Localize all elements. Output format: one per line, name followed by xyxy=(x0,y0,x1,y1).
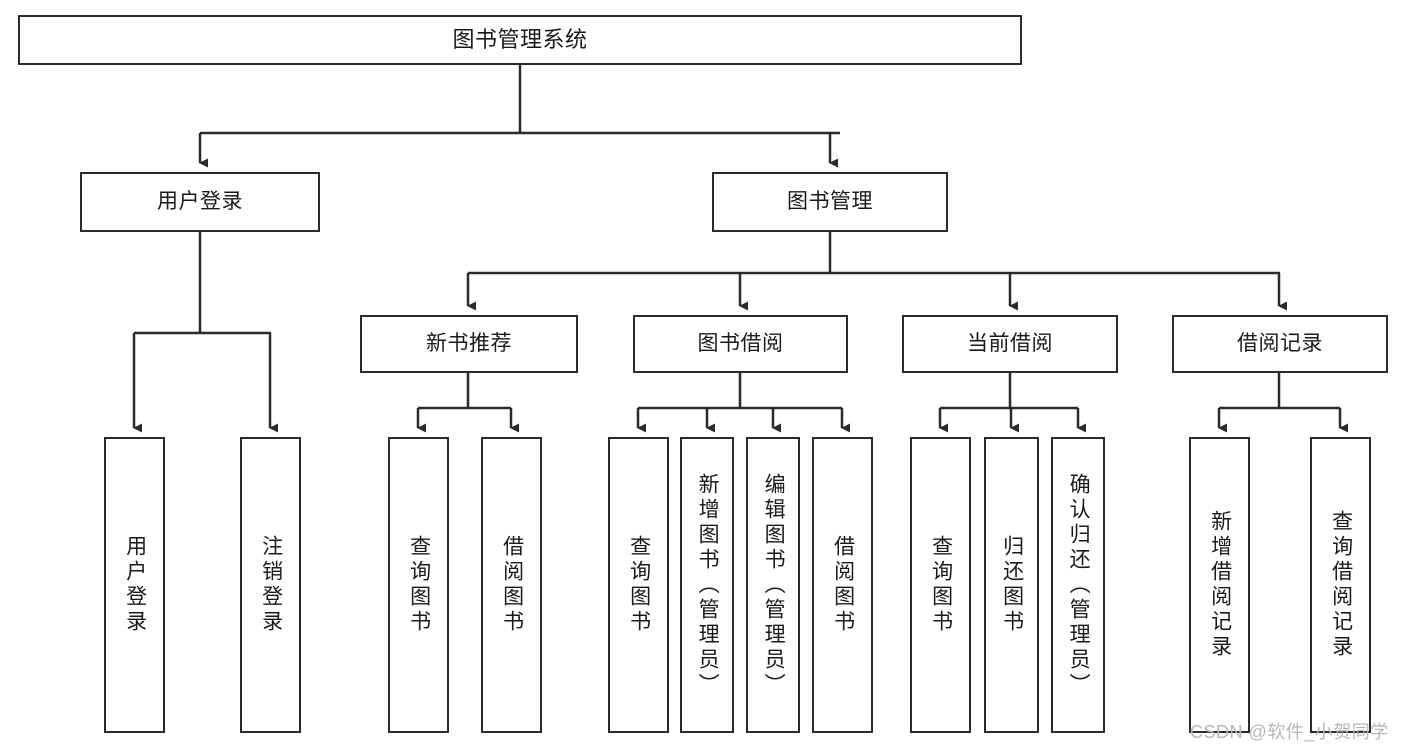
node-leaf-query-book-2[interactable]: 查询图书 xyxy=(608,437,669,733)
node-leaf-query-book-3-label: 查询图书 xyxy=(929,535,953,635)
node-current-borrow-label: 当前借阅 xyxy=(967,331,1053,355)
node-leaf-add-record[interactable]: 新增借阅记录 xyxy=(1189,437,1250,733)
node-leaf-add-record-label: 新增借阅记录 xyxy=(1208,510,1232,660)
node-leaf-confirm-return[interactable]: 确认归还（管理员） xyxy=(1051,437,1105,733)
node-current-borrow[interactable]: 当前借阅 xyxy=(902,315,1118,373)
node-leaf-logout-label: 注销登录 xyxy=(259,535,283,635)
node-leaf-borrow-book-1[interactable]: 借阅图书 xyxy=(481,437,542,733)
node-leaf-borrow-book-1-label: 借阅图书 xyxy=(500,535,524,635)
node-borrow-record[interactable]: 借阅记录 xyxy=(1172,315,1388,373)
node-leaf-query-record[interactable]: 查询借阅记录 xyxy=(1310,437,1371,733)
node-leaf-user-login[interactable]: 用户登录 xyxy=(104,437,165,733)
node-leaf-query-record-label: 查询借阅记录 xyxy=(1329,510,1353,660)
node-book-borrow-label: 图书借阅 xyxy=(697,331,784,355)
node-leaf-logout[interactable]: 注销登录 xyxy=(240,437,301,733)
node-new-book-recommend[interactable]: 新书推荐 xyxy=(360,315,578,373)
node-leaf-query-book-1-label: 查询图书 xyxy=(407,535,431,635)
node-book-manage[interactable]: 图书管理 xyxy=(712,172,948,232)
node-leaf-borrow-book-2[interactable]: 借阅图书 xyxy=(812,437,873,733)
node-leaf-add-book[interactable]: 新增图书（管理员） xyxy=(680,437,734,733)
node-leaf-return-book[interactable]: 归还图书 xyxy=(984,437,1039,733)
node-leaf-query-book-2-label: 查询图书 xyxy=(627,535,651,635)
node-book-manage-label: 图书管理 xyxy=(787,189,873,213)
node-borrow-record-label: 借阅记录 xyxy=(1237,331,1323,355)
node-leaf-edit-book[interactable]: 编辑图书（管理员） xyxy=(746,437,800,733)
node-leaf-user-login-label: 用户登录 xyxy=(123,535,147,635)
node-leaf-borrow-book-2-label: 借阅图书 xyxy=(831,535,855,635)
node-root-label: 图书管理系统 xyxy=(452,27,588,53)
node-book-borrow[interactable]: 图书借阅 xyxy=(633,315,848,373)
node-new-book-recommend-label: 新书推荐 xyxy=(426,331,512,355)
node-leaf-query-book-1[interactable]: 查询图书 xyxy=(388,437,449,733)
node-root[interactable]: 图书管理系统 xyxy=(18,15,1022,65)
node-leaf-add-book-label: 新增图书（管理员） xyxy=(696,472,720,698)
node-user-login[interactable]: 用户登录 xyxy=(80,172,320,232)
node-leaf-confirm-return-label: 确认归还（管理员） xyxy=(1067,472,1091,698)
node-leaf-edit-book-label: 编辑图书（管理员） xyxy=(762,472,786,698)
node-user-login-label: 用户登录 xyxy=(157,189,243,213)
node-leaf-return-book-label: 归还图书 xyxy=(1000,535,1024,635)
node-leaf-query-book-3[interactable]: 查询图书 xyxy=(910,437,971,733)
